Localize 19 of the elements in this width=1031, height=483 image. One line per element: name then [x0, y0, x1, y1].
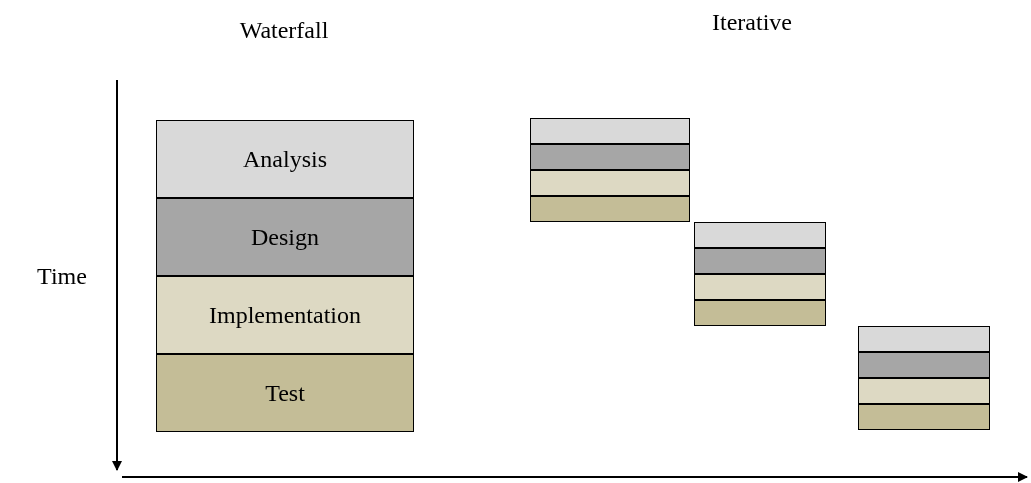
diagram-heading: Waterfall — [239, 16, 329, 44]
phase-box: Analysis — [156, 120, 414, 198]
phase-box: Design — [156, 198, 414, 276]
phase-box — [530, 196, 690, 222]
phase-box: Implementation — [156, 276, 414, 354]
phase-box — [530, 118, 690, 144]
phase-box — [530, 170, 690, 196]
phase-box: Test — [156, 354, 414, 432]
phase-box — [530, 144, 690, 170]
diagram-heading: Iterative — [712, 8, 792, 36]
phase-box — [694, 274, 826, 300]
phase-box — [858, 326, 990, 352]
axis-label: Time — [37, 262, 87, 290]
phase-box — [858, 352, 990, 378]
phase-box — [694, 248, 826, 274]
phase-box — [858, 378, 990, 404]
phase-box — [858, 404, 990, 430]
phase-box — [694, 222, 826, 248]
phase-box — [694, 300, 826, 326]
